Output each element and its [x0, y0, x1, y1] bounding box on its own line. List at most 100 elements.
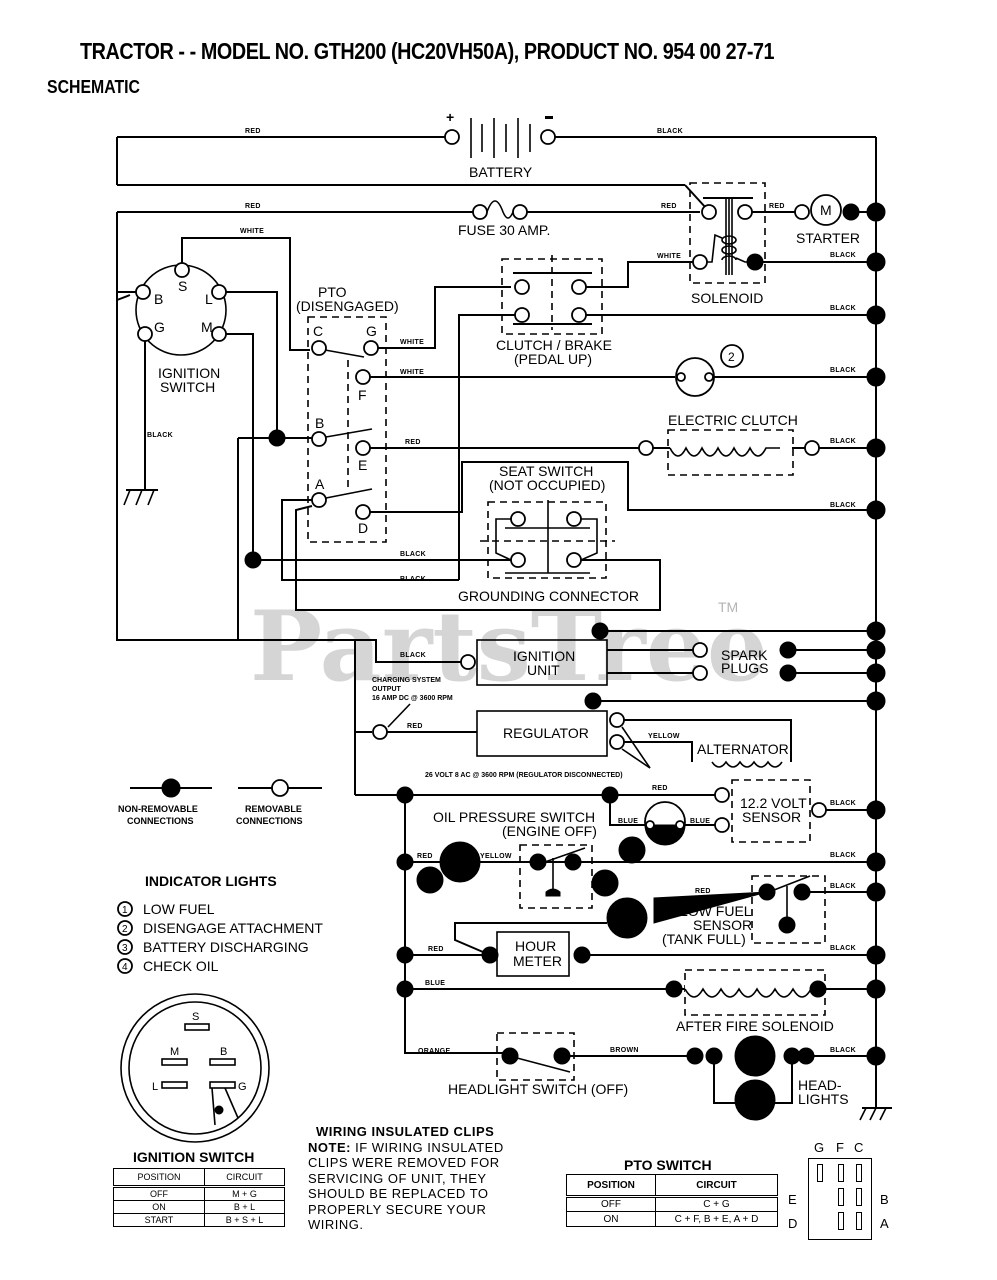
charging-note-2: OUTPUT	[372, 686, 402, 693]
note-line: PROPERLY SECURE YOUR	[308, 1201, 487, 1217]
removable-connection-icon	[271, 779, 289, 797]
seat-switch: SEAT SWITCH (NOT OCCUPIED)	[480, 463, 615, 579]
wire-label-blue: BLUE	[690, 818, 710, 825]
wire-label-red: RED	[417, 853, 433, 860]
ignition-unit-label-2: UNIT	[527, 662, 560, 678]
wire-label-brown: BROWN	[610, 1047, 639, 1054]
watermark-tm: TM	[718, 599, 738, 615]
wire-label-white: WHITE	[657, 253, 681, 260]
pto-right-label: A	[880, 1216, 889, 1231]
pto-top-label: G	[814, 1140, 825, 1155]
ignition-switch-detail-title: IGNITION SWITCH	[133, 1149, 254, 1165]
wire-label-red: RED	[769, 203, 785, 210]
clutch-brake-label: CLUTCH / BRAKE	[496, 337, 612, 353]
wire-label-yellow: YELLOW	[480, 853, 512, 860]
clutch-brake-switch: CLUTCH / BRAKE (PEDAL UP)	[496, 255, 612, 367]
spark-plugs-label: SPARK	[721, 647, 768, 663]
table-header-row: POSITION CIRCUIT	[113, 1168, 286, 1187]
fuel-sensor-label-2: SENSOR	[693, 917, 752, 933]
ignition-unit: IGNITION UNIT	[460, 639, 608, 686]
ground-icon-main	[859, 1107, 892, 1121]
pto-switch: PTO (DISENGAGED) C G F B E A D	[296, 284, 399, 543]
wire-label-black: BLACK	[830, 305, 856, 312]
fuel-sensor-label-3: (TANK FULL)	[662, 931, 746, 947]
table-cell: ON	[566, 1211, 656, 1227]
fuel-sensor-label: LOW FUEL	[680, 903, 752, 919]
note-line: SERVICING OF UNIT, THEY	[308, 1170, 487, 1186]
indicator-number: 2	[728, 350, 735, 364]
legend-removable-2: CONNECTIONS	[236, 816, 303, 826]
wire-label-black: BLACK	[147, 432, 173, 439]
headlight-switch: HEADLIGHT SWITCH (OFF)	[448, 1032, 628, 1097]
pto-label: PTO	[318, 284, 347, 300]
clutch-brake-label-2: (PEDAL UP)	[514, 351, 592, 367]
table-cell: OFF	[566, 1196, 656, 1212]
note-line: IF WIRING INSULATED	[355, 1139, 504, 1155]
wire-label-yellow: YELLOW	[648, 733, 680, 740]
electric-clutch-label: ELECTRIC CLUTCH	[668, 412, 798, 428]
alternator-note: 26 VOLT 8 AC @ 3600 RPM (REGULATOR DISCO…	[425, 772, 623, 779]
note-label: NOTE:	[308, 1139, 351, 1155]
battery: + BATTERY RED BLACK	[116, 109, 876, 209]
ignition-switch-label-2: SWITCH	[160, 379, 215, 395]
wire-label-black: BLACK	[830, 438, 856, 445]
wire-label-black: BLACK	[830, 367, 856, 374]
regulator-label: REGULATOR	[503, 725, 589, 741]
table-header: POSITION	[113, 1168, 205, 1187]
pto-switch-title: PTO SWITCH	[624, 1157, 712, 1173]
ignition-switch-detail: S M B L G IGNITION SWITCH	[120, 993, 270, 1165]
indicator-num: 2	[122, 924, 128, 935]
indicator-label: CHECK OIL	[143, 958, 219, 974]
indicator-num: 3	[122, 943, 128, 954]
after-fire-label: AFTER FIRE SOLENOID	[676, 1018, 834, 1034]
wire-label-black: BLACK	[830, 945, 856, 952]
ground-bus	[859, 137, 892, 1121]
page-title: TRACTOR - - MODEL NO. GTH200 (HC20VH50A)…	[80, 38, 775, 64]
table-cell: B + L	[203, 1200, 286, 1214]
wire-label-black: BLACK	[830, 883, 856, 890]
grounding-connector-label: GROUNDING CONNECTOR	[458, 588, 639, 604]
oil-switch-label: OIL PRESSURE SWITCH	[433, 809, 595, 825]
table-cell: OFF	[113, 1186, 205, 1201]
wire-label-black: BLACK	[830, 800, 856, 807]
wiring-clips-note: WIRING INSULATED CLIPS NOTE: IF WIRING I…	[308, 1124, 504, 1233]
fuse: FUSE 30 AMP. RED	[116, 200, 700, 290]
detail-label-l: L	[152, 1081, 158, 1093]
table-row: OFF M + G	[113, 1186, 286, 1201]
pto-left-label: D	[788, 1216, 798, 1231]
pto-label-g: G	[366, 323, 377, 339]
headlights-label-2: LIGHTS	[798, 1091, 849, 1107]
table-row: ON C + F, B + E, A + D	[566, 1211, 778, 1227]
detail-label-m: M	[170, 1046, 179, 1058]
detail-label-b: B	[220, 1046, 227, 1058]
indicator-lights-list: INDICATOR LIGHTS 1 LOW FUEL 2 DISENGAGE …	[117, 873, 323, 974]
ign-terminal-g	[137, 326, 153, 342]
pto-right-label: B	[880, 1192, 889, 1207]
battery-negative-terminal	[540, 129, 556, 145]
seat-switch-label-2: (NOT OCCUPIED)	[489, 477, 605, 493]
starter: M STARTER RED	[752, 194, 886, 246]
indicator-light-4	[439, 841, 481, 883]
indicator-label: BATTERY DISCHARGING	[143, 939, 309, 955]
table-cell: START	[113, 1213, 205, 1227]
spark-plugs-label-2: PLUGS	[721, 660, 768, 676]
legend-removable: REMOVABLE	[245, 804, 302, 814]
low-fuel-sensor: LOW FUEL SENSOR (TANK FULL)	[606, 875, 826, 947]
table-cell: M + G	[203, 1186, 286, 1201]
pto-connector-diagram: G F C E D B A	[788, 1140, 898, 1240]
wire-label-blue: BLUE	[618, 818, 638, 825]
wire-label-black: BLACK	[830, 502, 856, 509]
detail-label-s: S	[192, 1011, 199, 1023]
table-header: CIRCUIT	[203, 1168, 286, 1187]
wire-label-red: RED	[245, 128, 261, 135]
ignition-switch-table: POSITION CIRCUIT OFF M + G ON B + L STAR…	[113, 1168, 286, 1227]
table-header-row: POSITION CIRCUIT	[566, 1174, 778, 1197]
legend-non-removable-2: CONNECTIONS	[127, 816, 194, 826]
pto-label-b: B	[315, 415, 324, 431]
wire-label-black: BLACK	[400, 551, 426, 558]
indicator-lights-title: INDICATOR LIGHTS	[145, 873, 277, 889]
electric-clutch: ELECTRIC CLUTCH	[638, 412, 820, 476]
wire-label-blue: BLUE	[425, 980, 445, 987]
ign-label-b: B	[154, 291, 163, 307]
